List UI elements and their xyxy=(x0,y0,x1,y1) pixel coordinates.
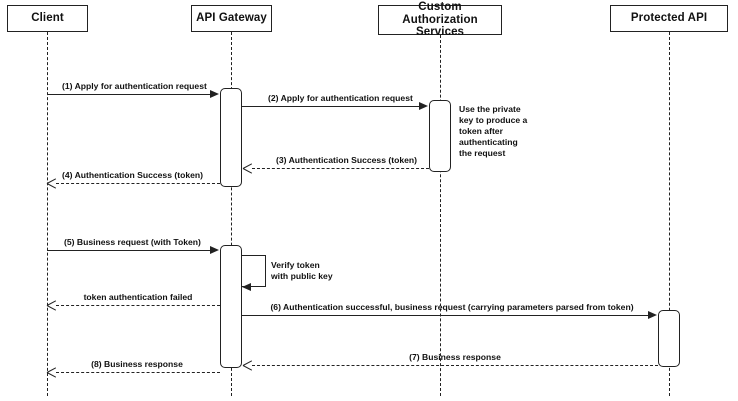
message-arrowhead-2 xyxy=(419,101,428,110)
message-line-7 xyxy=(252,365,658,366)
participant-label-client: Client xyxy=(31,12,64,25)
message-label-self-line2: with public key xyxy=(271,271,333,281)
message-line-6 xyxy=(242,315,649,316)
message-arrowhead-5 xyxy=(210,245,219,254)
message-line-1 xyxy=(47,94,211,95)
participant-box-client[interactable]: Client xyxy=(7,5,88,32)
participant-box-api-gateway[interactable]: API Gateway xyxy=(191,5,272,32)
activation-api-gateway-business xyxy=(220,245,242,368)
message-label-1: (1) Apply for authentication request xyxy=(62,81,207,91)
message-line-5 xyxy=(47,250,211,251)
message-label-token-failed: token authentication failed xyxy=(83,292,193,302)
message-arrowhead-4 xyxy=(47,179,56,188)
message-line-4 xyxy=(56,183,220,184)
message-arrowhead-7 xyxy=(243,361,252,370)
participant-box-custom-auth[interactable]: Custom Authorization Services xyxy=(378,1,502,38)
note-private-key: Use the private key to produce a token a… xyxy=(459,104,528,158)
message-arrowhead-token-failed xyxy=(47,301,56,310)
message-arrowhead-3 xyxy=(243,164,252,173)
participant-label-api-gateway: API Gateway xyxy=(196,12,267,25)
message-label-3: (3) Authentication Success (token) xyxy=(276,155,418,165)
message-arrowhead-self xyxy=(242,282,251,291)
message-line-token-failed xyxy=(56,305,220,306)
message-label-5: (5) Business request (with Token) xyxy=(64,237,201,247)
message-line-8 xyxy=(56,372,220,373)
activation-custom-auth xyxy=(429,100,451,172)
message-arrowhead-6 xyxy=(648,310,657,319)
lifeline-custom-auth xyxy=(440,35,441,396)
message-arrowhead-1 xyxy=(210,89,219,98)
participant-label-protected-api: Protected API xyxy=(630,12,708,25)
message-arrowhead-8 xyxy=(47,368,56,377)
message-label-7: (7) Business response xyxy=(409,352,501,362)
lifeline-protected-api xyxy=(669,32,670,396)
message-label-8: (8) Business response xyxy=(91,359,183,369)
message-self-loop-verify-token xyxy=(242,255,266,287)
message-label-4: (4) Authentication Success (token) xyxy=(62,170,204,180)
message-label-2: (2) Apply for authentication request xyxy=(268,93,413,103)
lifeline-client xyxy=(47,32,48,396)
lifeline-api-gateway xyxy=(231,32,232,396)
participant-box-protected-api[interactable]: Protected API xyxy=(610,5,728,32)
participant-label-custom-auth: Custom Authorization Services xyxy=(402,1,478,39)
message-line-2 xyxy=(242,106,420,107)
message-label-6: (6) Authentication successful, business … xyxy=(270,302,634,312)
message-label-self-line1: Verify token xyxy=(271,260,320,270)
activation-api-gateway-auth xyxy=(220,88,242,187)
message-line-3 xyxy=(252,168,429,169)
activation-protected-api xyxy=(658,310,680,367)
